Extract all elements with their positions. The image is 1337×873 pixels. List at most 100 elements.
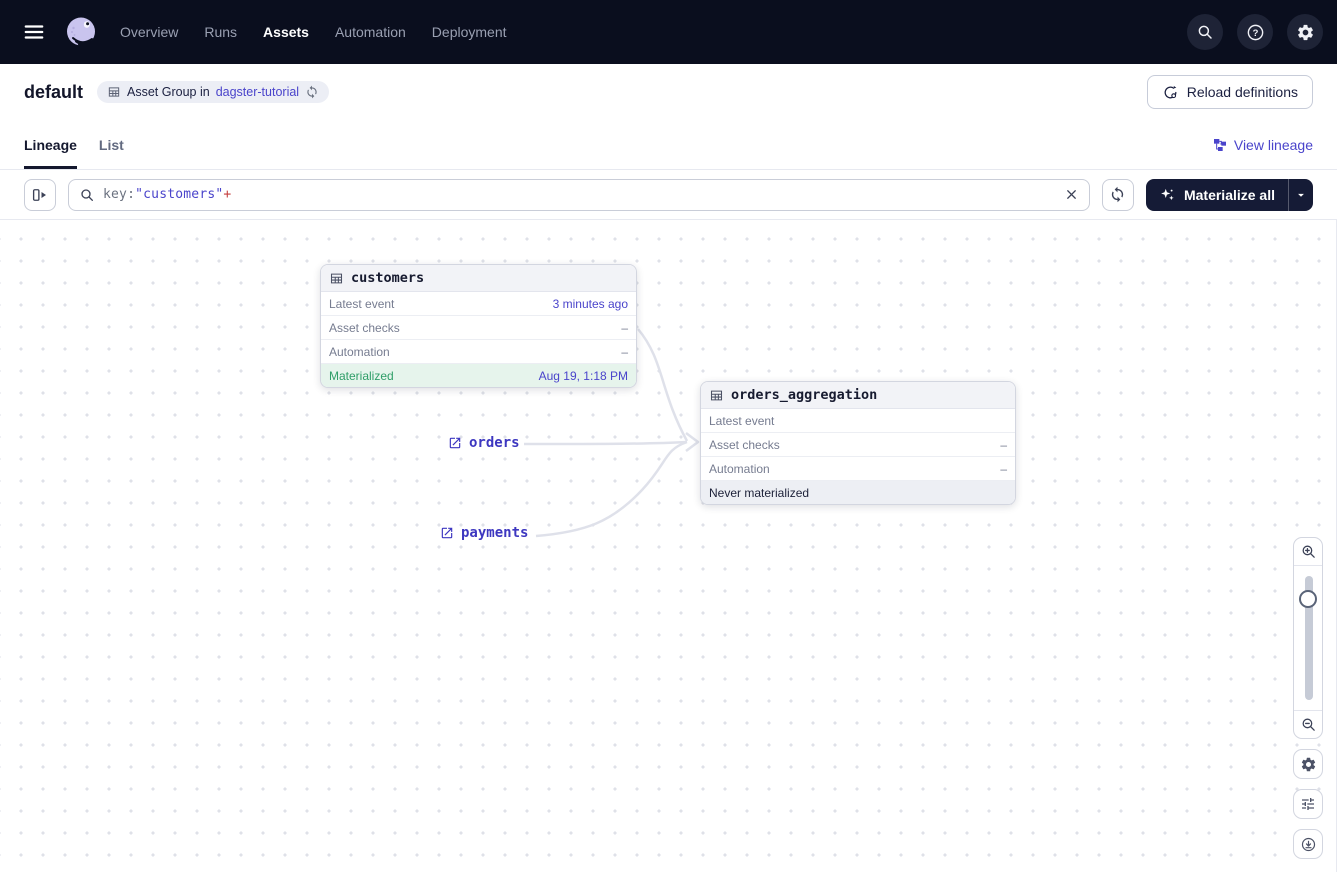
- nav-item-deployment[interactable]: Deployment: [431, 24, 507, 40]
- asset-row-asset-checks: Asset checks –: [321, 316, 636, 340]
- clear-filter-button[interactable]: [1064, 187, 1079, 202]
- external-asset-payments[interactable]: payments: [440, 525, 528, 541]
- asset-name: customers: [351, 270, 425, 286]
- view-lineage-label: View lineage: [1233, 136, 1313, 153]
- hamburger-menu-button[interactable]: [14, 12, 54, 52]
- nav-item-assets[interactable]: Assets: [263, 24, 309, 40]
- gear-icon: [1298, 24, 1313, 39]
- gear-icon: [1301, 757, 1314, 771]
- nav-item-overview[interactable]: Overview: [120, 24, 179, 40]
- global-search-button[interactable]: [1187, 14, 1223, 50]
- chevron-down-icon: [1298, 193, 1304, 196]
- filter-suffix-token: +: [223, 187, 232, 202]
- row-value: –: [621, 320, 628, 335]
- page-header: default Asset Group in dagster-tutorial …: [0, 64, 1337, 120]
- materialize-split-button: Materialize all: [1145, 178, 1313, 211]
- row-label: Automation: [709, 461, 770, 476]
- asset-row-latest-event: Latest event 3 minutes ago: [321, 292, 636, 316]
- status-timestamp[interactable]: Aug 19, 1:18 PM: [538, 368, 628, 383]
- zoom-out-icon: [1303, 719, 1314, 730]
- lineage-canvas[interactable]: customers Latest event 3 minutes ago Ass…: [0, 220, 1337, 872]
- external-link-icon: [442, 528, 453, 539]
- edge-arrowhead: [685, 432, 700, 452]
- refresh-graph-button[interactable]: [1101, 178, 1134, 211]
- edge-orders-to-aggregation: [523, 440, 688, 446]
- zoom-in-icon: [1303, 546, 1314, 557]
- row-label: Asset checks: [709, 437, 780, 452]
- asset-name: orders_aggregation: [731, 387, 878, 403]
- reload-definitions-icon: [1165, 85, 1176, 97]
- recenter-graph-button[interactable]: [1293, 829, 1323, 859]
- lineage-edges: [523, 328, 700, 538]
- materialize-options-button[interactable]: [1288, 178, 1313, 211]
- row-value[interactable]: 3 minutes ago: [552, 296, 628, 311]
- asset-node-orders-aggregation[interactable]: orders_aggregation Latest event Asset ch…: [700, 381, 1016, 505]
- panel-expand-icon: [34, 189, 46, 200]
- asset-node-header[interactable]: orders_aggregation: [701, 382, 1015, 409]
- nav-item-runs[interactable]: Runs: [204, 24, 238, 40]
- primary-nav: Overview Runs Assets Automation Deployme…: [120, 24, 507, 40]
- external-link-icon: [450, 438, 461, 449]
- row-label: Latest event: [329, 296, 395, 311]
- reload-definitions-label: Reload definitions: [1186, 84, 1298, 100]
- external-asset-label: orders: [469, 435, 520, 451]
- lineage-icon: [1214, 139, 1226, 151]
- tab-lineage[interactable]: Lineage: [24, 120, 77, 169]
- table-icon: [712, 391, 722, 400]
- asset-node-header[interactable]: customers: [321, 265, 636, 292]
- table-icon: [109, 88, 118, 96]
- asset-row-latest-event: Latest event: [701, 409, 1015, 433]
- dagster-logo[interactable]: [60, 11, 102, 53]
- help-icon: [1248, 25, 1262, 39]
- status-label: Materialized: [329, 368, 394, 383]
- zoom-in-button[interactable]: [1294, 538, 1322, 566]
- zoom-slider-track[interactable]: [1305, 576, 1313, 700]
- materialize-all-button[interactable]: Materialize all: [1145, 178, 1288, 211]
- reload-definitions-button[interactable]: Reload definitions: [1146, 75, 1313, 109]
- filter-key-token: key:: [103, 187, 136, 202]
- sync-icon: [1112, 187, 1123, 203]
- view-lineage-link[interactable]: View lineage: [1212, 120, 1313, 169]
- hamburger-icon: [26, 27, 43, 38]
- sliders-icon: [1302, 798, 1314, 810]
- page-title: default: [24, 81, 84, 102]
- user-settings-button[interactable]: [1287, 14, 1323, 50]
- status-materialized: Materialized Aug 19, 1:18 PM: [321, 364, 636, 387]
- graph-filters-button[interactable]: [1293, 789, 1323, 819]
- external-asset-orders[interactable]: orders: [448, 435, 520, 451]
- refresh-icon[interactable]: [307, 86, 316, 99]
- graph-settings-button[interactable]: [1293, 749, 1323, 779]
- row-label: Automation: [329, 344, 390, 359]
- search-icon: [1199, 26, 1211, 38]
- table-icon: [332, 274, 342, 283]
- close-icon: [1068, 191, 1076, 199]
- expand-sidebar-button[interactable]: [24, 178, 56, 211]
- asset-node-customers[interactable]: customers Latest event 3 minutes ago Ass…: [320, 264, 637, 388]
- row-value: –: [1000, 437, 1007, 452]
- zoom-slider[interactable]: [1294, 566, 1322, 710]
- zoom-out-button[interactable]: [1294, 710, 1322, 738]
- top-nav: Overview Runs Assets Automation Deployme…: [0, 0, 1337, 64]
- recenter-icon: [1302, 838, 1314, 850]
- row-value: –: [621, 344, 628, 359]
- asset-filter-input[interactable]: key:"customers"+: [68, 178, 1090, 211]
- nav-item-automation[interactable]: Automation: [334, 24, 406, 40]
- edge-customers-to-aggregation: [637, 328, 689, 442]
- row-label: Latest event: [709, 413, 775, 428]
- tab-list[interactable]: List: [98, 136, 124, 153]
- external-asset-label: payments: [461, 525, 529, 541]
- edge-payments-to-aggregation: [535, 440, 688, 538]
- tabs-row: Lineage List View lineage: [0, 120, 1337, 170]
- help-button[interactable]: [1237, 14, 1273, 50]
- materialize-all-label: Materialize all: [1183, 186, 1275, 203]
- status-label: Never materialized: [709, 485, 810, 500]
- asset-group-badge: Asset Group in dagster-tutorial: [97, 81, 330, 103]
- code-location-link[interactable]: dagster-tutorial: [215, 85, 300, 99]
- zoom-slider-handle[interactable]: [1299, 590, 1317, 608]
- row-value: –: [1000, 461, 1007, 476]
- sparkle-icon: [1161, 189, 1174, 200]
- asset-row-automation: Automation –: [321, 340, 636, 364]
- filter-value-token: "customers": [135, 187, 224, 202]
- asset-row-asset-checks: Asset checks –: [701, 433, 1015, 457]
